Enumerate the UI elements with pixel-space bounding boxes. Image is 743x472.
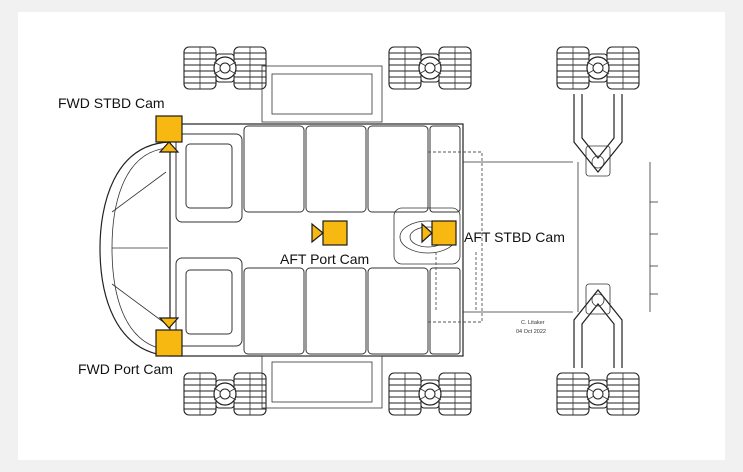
wheel-assembly	[557, 47, 639, 89]
camera-label: AFT Port Cam	[280, 251, 369, 267]
fwd-port-camera-icon	[155, 317, 183, 357]
signature-date: 04 Oct 2022	[516, 329, 546, 335]
wheel-assembly	[389, 47, 471, 89]
wheel-assembly	[389, 373, 471, 415]
trailer-frame	[573, 94, 623, 368]
wheel-assembly	[557, 373, 639, 415]
wheel-assembly	[184, 47, 266, 89]
camera-label: AFT STBD Cam	[464, 229, 565, 245]
front-bumper	[99, 141, 171, 357]
fwd-stbd-camera-icon	[155, 115, 183, 153]
signature-author: C. Litaker	[521, 320, 545, 326]
camera-label: FWD STBD Cam	[58, 95, 165, 111]
aft-stbd-camera-icon	[421, 220, 457, 246]
rover-top-view: FWD STBD Cam AFT Port Cam AFT STBD Cam F…	[58, 12, 658, 460]
hitch	[463, 161, 658, 313]
aft-port-camera-icon	[311, 220, 348, 246]
cabin-panels	[243, 125, 461, 355]
rover-camera-diagram: FWD STBD Cam AFT Port Cam AFT STBD Cam F…	[18, 12, 725, 460]
camera-label: FWD Port Cam	[78, 361, 173, 377]
wheel-assembly	[184, 373, 266, 415]
